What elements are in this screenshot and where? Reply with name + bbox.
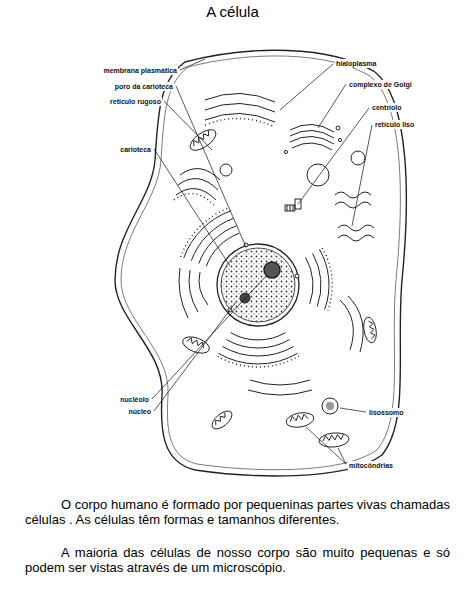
er-strand <box>313 254 321 307</box>
ribosomes <box>181 208 230 257</box>
er-strand <box>178 179 218 190</box>
vesicle <box>220 164 232 176</box>
ribosomes <box>322 248 332 310</box>
mitochondrion-cristae <box>368 320 375 338</box>
text-paragraph: A maioria das células de nosso corpo são… <box>25 545 450 575</box>
smooth-er-tube <box>335 202 371 208</box>
mitochondrion-cristae <box>289 414 308 422</box>
smooth-er-tube <box>338 225 374 231</box>
er-strand <box>199 226 237 264</box>
centriole <box>285 199 301 211</box>
leader-line <box>340 408 366 412</box>
er-strand <box>205 113 275 122</box>
er-strand <box>223 347 294 357</box>
mitochondrion <box>362 316 378 344</box>
lysosome <box>322 398 338 414</box>
ribosomes <box>174 194 214 205</box>
mitochondrion <box>187 126 220 155</box>
part-label: hialoplasma <box>335 59 377 68</box>
er-strand <box>348 296 363 352</box>
part-label: retículo rugoso <box>109 97 162 106</box>
leader-line <box>180 59 205 70</box>
er-strand <box>176 189 216 200</box>
leader-line <box>318 84 346 128</box>
mitochondrion-outline <box>362 316 378 344</box>
golgi-cisterna <box>292 143 332 150</box>
centriole-stripe <box>287 205 288 211</box>
er-strand <box>184 211 231 258</box>
part-label: retículo liso <box>374 120 415 129</box>
leader-line <box>338 448 346 464</box>
cell-membrane <box>115 50 406 476</box>
vesicle <box>351 151 365 165</box>
part-label: centríolo <box>371 103 403 112</box>
part-label: mitocôndrias <box>348 461 394 470</box>
leader-line <box>164 101 212 150</box>
leader-line <box>154 149 230 266</box>
centriole-cylinder <box>285 205 295 211</box>
leader-line <box>306 427 346 464</box>
page-title: A célula <box>0 3 465 20</box>
er-strand <box>250 380 310 385</box>
er-strand <box>320 250 329 310</box>
mitochondrion <box>318 432 349 449</box>
part-label: nucléolo <box>119 395 150 404</box>
er-strand <box>219 353 298 364</box>
centriole-stripe <box>290 205 291 211</box>
er-strand <box>205 103 275 112</box>
smooth-er <box>335 192 374 241</box>
golgi-vesicle <box>338 138 341 141</box>
nuclear-pore <box>295 274 299 278</box>
part-label: poro da carioteca <box>114 82 174 91</box>
part-label: complexo de Golgi <box>348 80 413 89</box>
part-label: membrana plasmática <box>102 66 178 75</box>
caption-paragraph: O corpo humano é formado por pequeninas … <box>25 497 450 527</box>
golgi-vesicle <box>336 126 340 130</box>
er-strand <box>179 268 188 318</box>
mitochondrion-outline <box>285 411 315 430</box>
er-strand <box>205 93 275 102</box>
ribosomes <box>217 356 299 367</box>
smooth-er-tube <box>335 192 371 198</box>
leader-line <box>176 86 246 247</box>
mitochondrion-outline <box>318 432 349 449</box>
ribosomes <box>205 118 275 127</box>
cell-membrane-inner <box>121 56 400 470</box>
rough-er <box>174 93 363 395</box>
er-strand <box>180 169 220 180</box>
er-strand <box>248 390 312 395</box>
er-strand <box>340 300 353 350</box>
part-label: lisossomo <box>368 408 405 417</box>
part-label: carioteca <box>119 145 152 154</box>
leader-line <box>154 302 236 411</box>
mitochondrion-cristae <box>323 434 344 441</box>
mitochondrion-cristae <box>213 412 227 425</box>
vesicle <box>307 164 329 186</box>
mitochondrion <box>285 411 315 430</box>
er-strand <box>227 340 290 348</box>
mitochondrion-outline <box>187 126 220 155</box>
lysosome-content <box>326 402 334 410</box>
leader-line <box>298 108 369 204</box>
golgi-vesicle <box>284 150 287 153</box>
part-label: núcleo <box>127 407 152 416</box>
nucleolus <box>264 262 280 278</box>
er-strand <box>231 333 286 340</box>
mitochondrion-outline <box>180 334 211 357</box>
centriole-stripe <box>293 205 294 211</box>
er-strand <box>199 272 208 305</box>
mitochondrion <box>180 334 211 357</box>
er-strand <box>306 258 313 304</box>
mitochondrion-outline <box>209 408 235 433</box>
er-strand <box>189 270 198 312</box>
mitochondrion <box>209 408 235 433</box>
leader-line <box>280 64 333 110</box>
leader-line <box>352 125 372 226</box>
smooth-er-tube <box>338 235 374 241</box>
golgi-complex <box>284 124 341 153</box>
